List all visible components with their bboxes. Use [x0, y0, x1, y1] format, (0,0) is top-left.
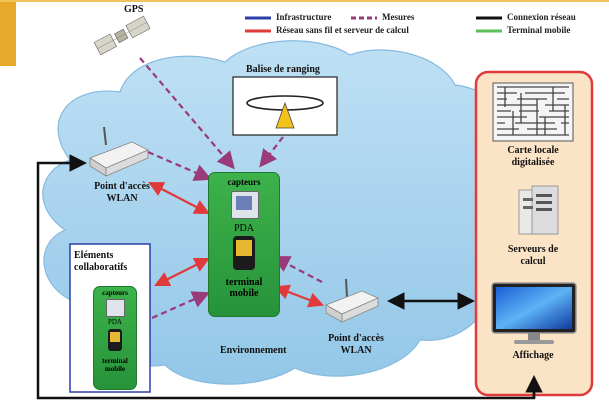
legend-connexion: Connexion réseau: [507, 12, 576, 22]
wireless-arrow-collab: [154, 258, 210, 286]
measure-arrow-ranging: [259, 136, 284, 168]
environment-label: Environnement: [220, 345, 287, 356]
display-label: Affichage: [512, 350, 554, 361]
access-point-right-icon: [325, 278, 379, 323]
legend-infrastructure: Infrastructure: [276, 12, 332, 22]
wireless-arrow-ap-left: [148, 181, 210, 215]
wireless-arrow-ap-right: [273, 284, 325, 308]
collab-pda-icon: [108, 329, 122, 351]
measure-arrow-ap-right: [272, 255, 323, 283]
collab-capteurs-label: capteurs: [102, 289, 128, 297]
collab-sensor-icon: [106, 299, 125, 317]
collab-pda-label: PDA: [107, 318, 122, 326]
legend-reseau: Réseau sans fil et serveur de calcul: [276, 25, 409, 35]
sensor-device-icon: [231, 191, 259, 219]
legend-terminal: Terminal mobile: [507, 25, 571, 35]
legend-mesures: Mesures: [382, 12, 415, 22]
mobile-capteurs-label: capteurs: [227, 177, 261, 187]
digital-map-icon: [492, 82, 574, 142]
ranging-label: Balise de ranging: [246, 64, 320, 75]
mobile-pda-label: PDA: [233, 223, 254, 234]
measure-arrow-gps: [139, 57, 235, 170]
display-monitor-icon: [491, 282, 577, 344]
pda-icon: [233, 236, 255, 270]
servers-icon: [518, 185, 559, 235]
gps-label: GPS: [124, 4, 144, 15]
ranging-beacon: [232, 76, 338, 136]
gps-satellite-icon: [93, 15, 151, 56]
access-point-left-icon: [89, 126, 149, 177]
top-band: [0, 0, 609, 2]
corner-accent: [0, 0, 16, 66]
measure-arrow-ap-left: [147, 150, 213, 181]
